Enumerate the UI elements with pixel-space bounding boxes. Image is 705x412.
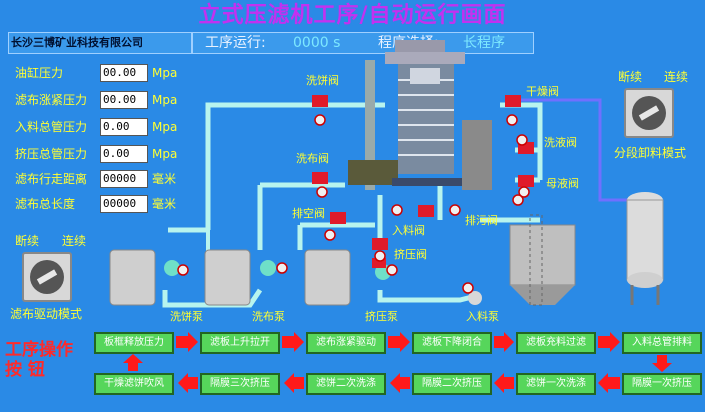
step-button[interactable]: 隔膜二次挤压 <box>412 373 492 395</box>
param-value-input[interactable]: 00.00 <box>100 64 148 82</box>
param-unit: Mpa <box>152 147 178 161</box>
company-name: 长沙三博矿业科技有限公司 <box>8 32 192 54</box>
param-label: 油缸压力 <box>15 66 64 80</box>
param-value-input[interactable]: 00000 <box>100 170 148 188</box>
pump-label-squeeze: 挤压泵 <box>365 310 398 323</box>
pump-label-cake-wash: 洗饼泵 <box>170 310 203 323</box>
process-run-value: 0000 s <box>293 35 341 51</box>
arrow-left-icon <box>284 373 304 393</box>
step-button[interactable]: 干燥滤饼吹风 <box>94 373 174 395</box>
discharge-mode-switch[interactable] <box>624 88 674 138</box>
param-value-input[interactable]: 00000 <box>100 195 148 213</box>
page-title: 立式压滤机工序/自动运行画面 <box>198 2 507 28</box>
arrow-left-icon <box>178 373 198 393</box>
step-button[interactable]: 隔膜一次挤压 <box>622 373 702 395</box>
param-unit: 毫米 <box>152 172 177 186</box>
cloth-drive-mode-label: 滤布驱动模式 <box>10 307 83 321</box>
valve-label-cake-wash: 洗饼阀 <box>306 74 339 87</box>
operation-title: 工序操作 按 钮 <box>5 340 73 380</box>
arrow-left-icon <box>390 373 410 393</box>
mode-on-label: 连续 <box>664 70 689 84</box>
param-label: 挤压总管压力 <box>15 147 88 161</box>
param-unit: Mpa <box>152 120 178 134</box>
param-unit: Mpa <box>152 93 178 107</box>
status-bar: 工序运行: 0000 s 程序选择: 长程序 <box>192 32 534 54</box>
mode-off-label: 断续 <box>15 234 40 248</box>
arrow-up-icon <box>123 354 143 371</box>
pump-label-feed: 入料泵 <box>466 310 499 323</box>
arrow-right-icon <box>388 332 410 352</box>
arrow-left-icon <box>598 373 620 393</box>
arrow-right-icon <box>494 332 514 352</box>
arrow-right-icon <box>176 332 198 352</box>
step-button[interactable]: 滤饼二次洗涤 <box>306 373 386 395</box>
param-unit: 毫米 <box>152 197 177 211</box>
valve-label-feed: 入料阀 <box>392 224 425 237</box>
param-label: 滤布行走距离 <box>15 172 88 186</box>
param-value-input[interactable]: 0.00 <box>100 118 148 136</box>
pump-label-cloth-wash: 洗布泵 <box>252 310 285 323</box>
param-value-input[interactable]: 0.00 <box>100 145 148 163</box>
param-value-input[interactable]: 00.00 <box>100 91 148 109</box>
arrow-down-icon <box>652 355 672 372</box>
cloth-drive-mode-switch[interactable] <box>22 252 72 302</box>
valve-label-mother-liquor: 母液阀 <box>546 177 579 190</box>
param-unit: Mpa <box>152 66 178 80</box>
mode-on-label: 连续 <box>62 234 87 248</box>
valve-label-cloth-wash: 洗布阀 <box>296 152 329 165</box>
arrow-left-icon <box>494 373 514 393</box>
valve-label-squeeze: 挤压阀 <box>394 248 427 261</box>
step-button[interactable]: 滤饼一次洗涤 <box>516 373 596 395</box>
valve-label-vent: 排空阀 <box>292 207 325 220</box>
process-diagram <box>109 40 664 308</box>
arrow-right-icon <box>598 332 620 352</box>
param-label: 入料总管压力 <box>15 120 88 134</box>
process-run-label: 工序运行: <box>205 35 266 51</box>
program-select-value[interactable]: 长程序 <box>463 35 505 51</box>
param-label: 滤布总长度 <box>15 197 76 211</box>
valve-label-sewage: 排污阀 <box>465 214 498 227</box>
valve-label-dry: 干燥阀 <box>526 85 559 98</box>
mode-off-label: 断续 <box>618 70 643 84</box>
step-button[interactable]: 入料总管排料 <box>622 332 702 354</box>
arrow-right-icon <box>282 332 304 352</box>
discharge-mode-label: 分段卸料模式 <box>614 146 687 160</box>
param-label: 滤布涨紧压力 <box>15 93 88 107</box>
step-button[interactable]: 板框释放压力 <box>94 332 174 354</box>
step-button[interactable]: 滤板充料过滤 <box>516 332 596 354</box>
step-button[interactable]: 滤板上升拉开 <box>200 332 280 354</box>
step-button[interactable]: 滤布涨紧驱动 <box>306 332 386 354</box>
valve-label-wash-liquid: 洗液阀 <box>544 136 577 149</box>
step-button[interactable]: 滤板下降闭合 <box>412 332 492 354</box>
step-button[interactable]: 隔膜三次挤压 <box>200 373 280 395</box>
